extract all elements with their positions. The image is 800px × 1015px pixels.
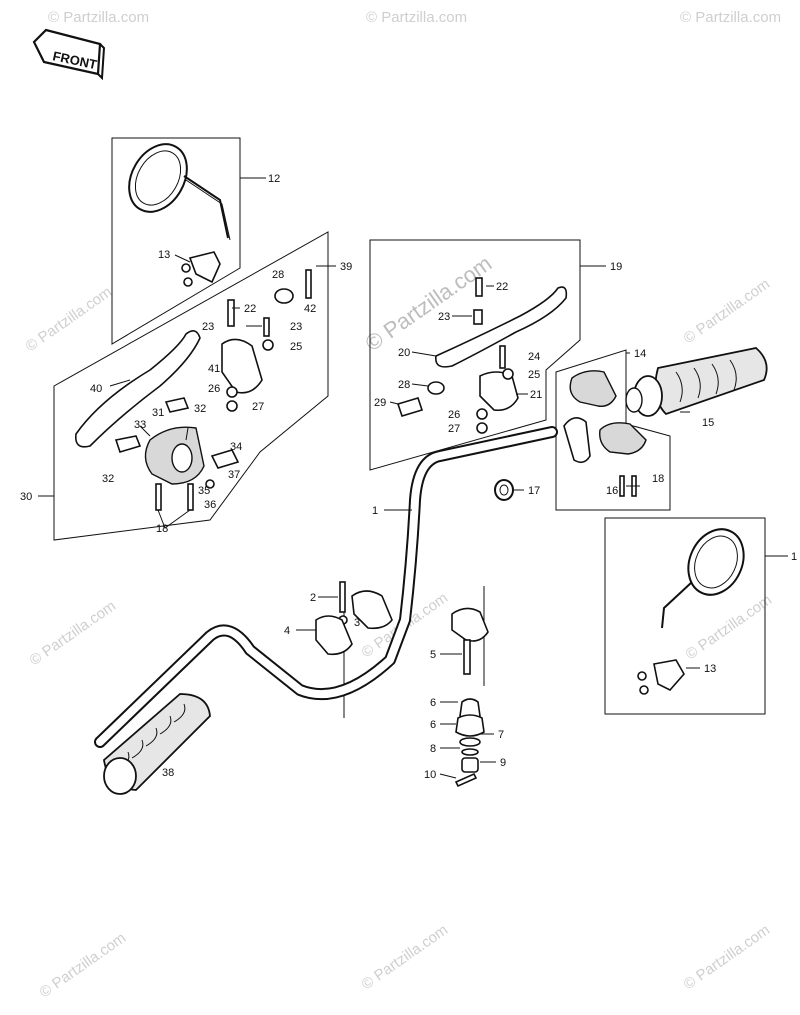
watermark: © Partzilla.com bbox=[681, 275, 774, 347]
callout-36: 36 bbox=[204, 499, 216, 511]
callout-18a: 18 bbox=[652, 473, 664, 485]
throttle-housing-part bbox=[563, 370, 647, 497]
watermark: © Partzilla.com bbox=[27, 597, 120, 669]
callout-2: 2 bbox=[310, 592, 316, 604]
holder-clamp-parts bbox=[315, 581, 489, 675]
left-grip-part bbox=[103, 693, 211, 795]
damper-parts bbox=[454, 698, 485, 788]
watermark: © Partzilla.com bbox=[48, 9, 149, 26]
callout-26b: 26 bbox=[208, 383, 220, 395]
right-lever-frame bbox=[369, 239, 581, 471]
callout-10: 10 bbox=[424, 769, 436, 781]
right-lever-part bbox=[396, 277, 568, 434]
callout-27a: 27 bbox=[448, 423, 460, 435]
callout-34: 34 bbox=[230, 441, 242, 453]
callout-27b: 27 bbox=[252, 401, 264, 413]
callout-37: 37 bbox=[228, 469, 240, 481]
callout-12: 12 bbox=[268, 173, 280, 185]
callout-13a: 13 bbox=[158, 249, 170, 261]
callout-1: 1 bbox=[372, 505, 378, 517]
assembly-frames bbox=[53, 137, 766, 718]
callout-13b: 13 bbox=[704, 663, 716, 675]
watermark: © Partzilla.com bbox=[681, 921, 774, 993]
right-grip-part bbox=[625, 347, 768, 417]
throttle-frame bbox=[555, 349, 671, 511]
callout-40: 40 bbox=[90, 383, 102, 395]
callout-6b: 6 bbox=[430, 719, 436, 731]
callout-5: 5 bbox=[430, 649, 436, 661]
watermark: © Partzilla.com bbox=[683, 591, 776, 663]
watermark-layer: © Partzilla.com © Partzilla.com © Partzi… bbox=[23, 9, 782, 1001]
callout-31: 31 bbox=[152, 407, 164, 419]
callout-4: 4 bbox=[284, 625, 290, 637]
callout-39: 39 bbox=[340, 261, 352, 273]
watermark: © Partzilla.com bbox=[680, 9, 781, 26]
watermark: © Partzilla.com bbox=[37, 929, 130, 1001]
callout-28b: 28 bbox=[272, 269, 284, 281]
watermark: © Partzilla.com bbox=[366, 9, 467, 26]
left-mirror-part bbox=[128, 143, 231, 287]
callout-38: 38 bbox=[162, 767, 174, 779]
callout-labels: 1 2 3 4 5 6 6 7 8 9 10 1 12 13 13 14 15 … bbox=[20, 173, 797, 781]
callout-25b: 25 bbox=[290, 341, 302, 353]
right-mirror-part bbox=[637, 528, 745, 695]
left-lever-frame bbox=[53, 231, 329, 541]
left-mirror-frame bbox=[111, 137, 241, 345]
handlebar-part bbox=[94, 426, 558, 748]
watermark: © Partzilla.com bbox=[359, 921, 452, 993]
callout-18b: 18 bbox=[156, 523, 168, 535]
callout-25a: 25 bbox=[528, 369, 540, 381]
callout-16: 16 bbox=[606, 485, 618, 497]
callout-22b: 22 bbox=[244, 303, 256, 315]
callout-26a: 26 bbox=[448, 409, 460, 421]
callout-14: 14 bbox=[634, 348, 646, 360]
switch-housing-part bbox=[114, 397, 240, 511]
callout-15: 15 bbox=[702, 417, 714, 429]
right-mirror-frame bbox=[604, 517, 766, 715]
callout-19: 19 bbox=[610, 261, 622, 273]
callout-3: 3 bbox=[354, 617, 360, 629]
callout-23a: 23 bbox=[438, 311, 450, 323]
callout-28a: 28 bbox=[398, 379, 410, 391]
callout-41: 41 bbox=[208, 363, 220, 375]
callout-42: 42 bbox=[304, 303, 316, 315]
callout-30: 30 bbox=[20, 491, 32, 503]
callout-1-right: 1 bbox=[791, 551, 797, 563]
watermark: © Partzilla.com bbox=[23, 283, 116, 355]
callout-21: 21 bbox=[530, 389, 542, 401]
callout-6a: 6 bbox=[430, 697, 436, 709]
callout-7: 7 bbox=[498, 729, 504, 741]
callout-32b: 32 bbox=[102, 473, 114, 485]
leader-lines bbox=[38, 177, 788, 779]
callout-17: 17 bbox=[528, 485, 540, 497]
callout-22a: 22 bbox=[496, 281, 508, 293]
callout-23c: 23 bbox=[290, 321, 302, 333]
callout-33: 33 bbox=[134, 419, 146, 431]
callout-20: 20 bbox=[398, 347, 410, 359]
left-lever-part bbox=[74, 269, 312, 448]
callout-9: 9 bbox=[500, 757, 506, 769]
callout-32a: 32 bbox=[194, 403, 206, 415]
callout-23b: 23 bbox=[202, 321, 214, 333]
front-arrow-icon: FRONT bbox=[32, 28, 106, 81]
callout-35: 35 bbox=[198, 485, 210, 497]
callout-24: 24 bbox=[528, 351, 540, 363]
grommet-part bbox=[494, 479, 514, 501]
callout-29: 29 bbox=[374, 397, 386, 409]
callout-8: 8 bbox=[430, 743, 436, 755]
